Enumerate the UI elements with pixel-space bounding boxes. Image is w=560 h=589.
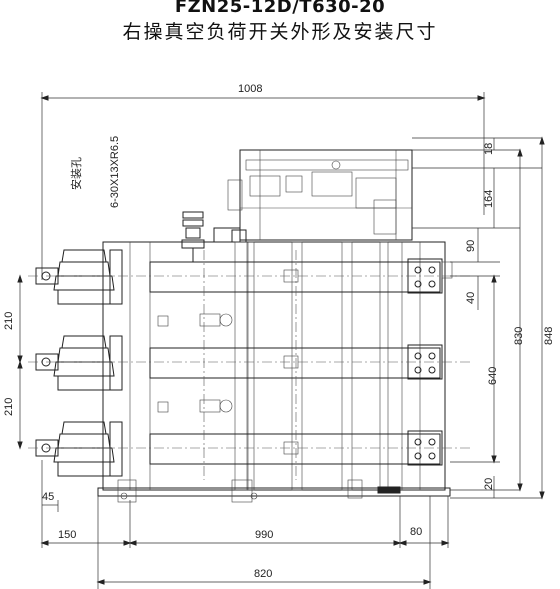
dim-90-label: 90 <box>465 240 477 252</box>
dim-bottom: 45 150 990 80 820 <box>40 460 450 589</box>
dim-210-bottom-label: 210 <box>3 398 15 416</box>
dim-164-label: 164 <box>483 190 495 208</box>
dim-20-label: 20 <box>483 478 495 490</box>
dim-80-label: 80 <box>410 526 422 538</box>
dim-right: 18 164 90 40 640 20 830 848 <box>412 136 555 500</box>
dim-210-top-label: 210 <box>3 312 15 330</box>
center-lines <box>28 250 470 480</box>
hole-spec-label: 6-30X13XR6.5 <box>109 136 121 208</box>
dim-18-label: 18 <box>483 143 495 155</box>
dim-1008-label: 1008 <box>238 83 262 95</box>
dim-40-label: 40 <box>465 292 477 304</box>
dim-990-label: 990 <box>255 529 273 541</box>
insulator-2 <box>35 335 123 391</box>
dim-phase-spacing: 210 210 <box>3 274 23 450</box>
dim-830-label: 830 <box>513 327 525 345</box>
insulator-1 <box>35 249 123 305</box>
dim-848-label: 848 <box>543 327 555 345</box>
drawing-title: FZN25-12D/T630-20 <box>174 0 386 17</box>
contact-details <box>157 313 233 413</box>
dim-820-label: 820 <box>254 568 272 580</box>
dim-150-label: 150 <box>58 529 76 541</box>
mounting-hole-label: 安装孔 <box>69 157 83 190</box>
dim-overall-width: 1008 <box>40 83 486 280</box>
drawing-subtitle: 右操真空负荷开关外形及安装尺寸 <box>122 21 438 43</box>
dim-640-label: 640 <box>487 367 499 385</box>
dim-45-label: 45 <box>42 491 54 503</box>
insulator-3 <box>35 421 123 477</box>
switch-frame <box>97 149 451 503</box>
